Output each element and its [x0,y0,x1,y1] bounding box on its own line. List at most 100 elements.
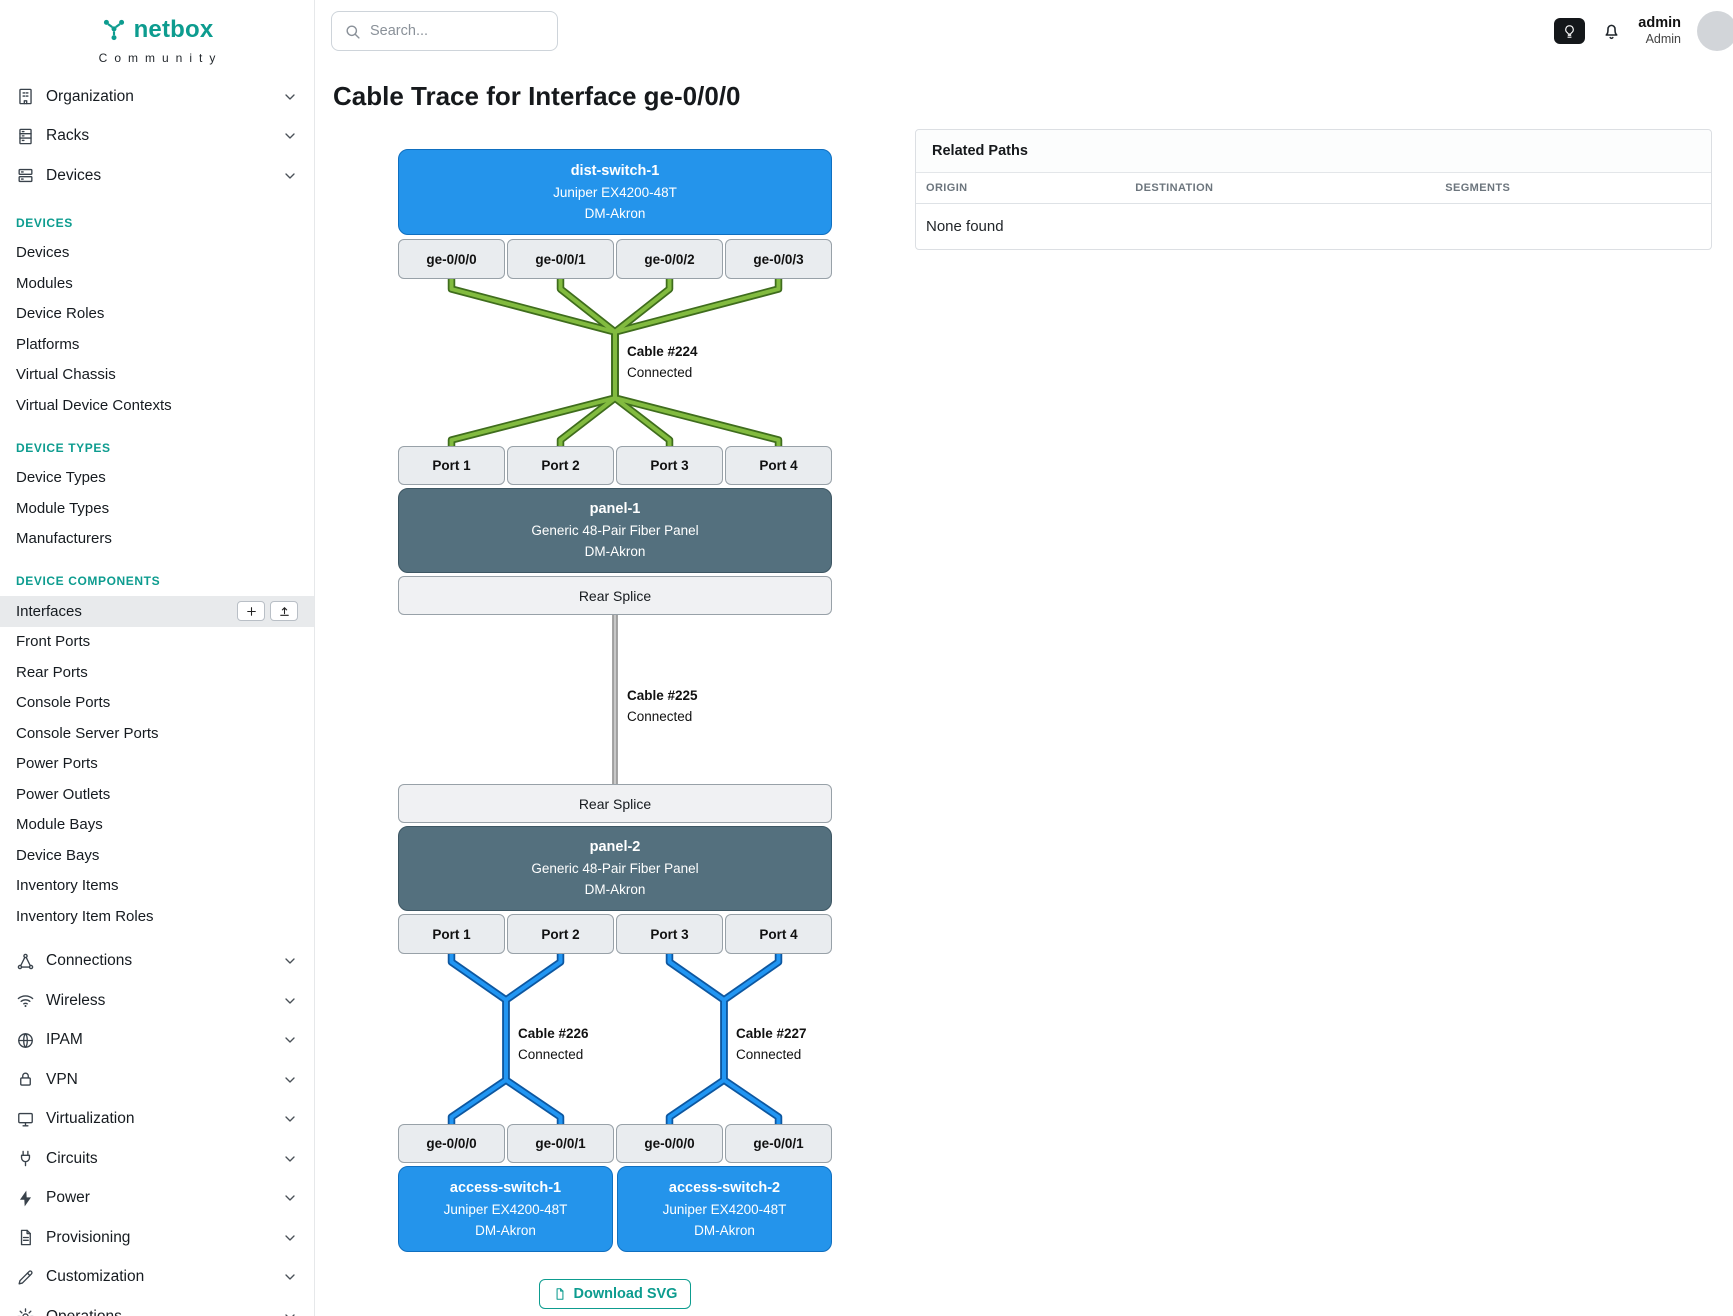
file-icon [556,1288,563,1300]
sidebar-item-module-types[interactable]: Module Types [0,493,314,524]
theme-toggle-button[interactable] [1554,18,1586,44]
avatar[interactable] [1697,11,1733,51]
user-name: admin [1638,15,1681,32]
sidebar-item-provisioning[interactable]: Provisioning [0,1218,314,1258]
sidebar-item-power-ports[interactable]: Power Ports [0,749,314,780]
chevron-down-icon [282,953,298,969]
sidebar-item-power[interactable]: Power [0,1179,314,1219]
download-svg-button[interactable]: Download SVG [538,1279,692,1309]
rear-splice-node[interactable]: Rear Splice [398,784,832,823]
sidebar-item-circuits[interactable]: Circuits [0,1139,314,1179]
netbox-logo: netbox [101,16,214,44]
sidebar-item-organization[interactable]: Organization [0,77,314,117]
sidebar-item-power-outlets[interactable]: Power Outlets [0,779,314,810]
cable-link[interactable]: Cable #225 [627,688,698,703]
sidebar-item-label: Console Ports [16,694,111,712]
device-name: panel-2 [589,839,641,855]
interface-node[interactable]: ge-0/0/2 [616,239,723,279]
device-node-panel-1[interactable]: panel-1 Generic 48-Pair Fiber Panel DM-A… [398,488,832,573]
interface-node[interactable]: ge-0/0/1 [507,1124,614,1163]
sidebar-item-devices-list[interactable]: Devices [0,238,314,269]
cable-link[interactable]: Cable #227 [736,1026,807,1041]
sidebar-item-inventory-items[interactable]: Inventory Items [0,871,314,902]
sidebar-item-virtual-device-contexts[interactable]: Virtual Device Contexts [0,390,314,421]
related-paths-panel: Related Paths ORIGIN DESTINATION SEGMENT… [915,129,1712,250]
sidebar: netbox Community Organization Racks Devi… [0,0,315,1316]
front-port-node[interactable]: Port 3 [616,914,723,954]
device-name: access-switch-2 [668,1179,781,1196]
sidebar-item-interfaces[interactable]: Interfaces [0,596,314,627]
sidebar-item-virtualization[interactable]: Virtualization [0,1100,314,1140]
wifi-icon [16,991,35,1010]
rear-splice-node[interactable]: Rear Splice [398,576,832,615]
sidebar-item-device-roles[interactable]: Device Roles [0,299,314,330]
device-node-dist-switch-1[interactable]: dist-switch-1 Juniper EX4200-48T DM-Akro… [398,149,832,235]
sidebar-item-label: Module Bays [16,816,103,834]
sidebar-item-platforms[interactable]: Platforms [0,329,314,360]
cable-link[interactable]: Cable #224 [627,344,698,359]
notifications-button[interactable] [1601,21,1622,42]
interface-node[interactable]: ge-0/0/0 [398,1124,505,1163]
front-port-node[interactable]: Port 4 [725,446,832,485]
pencil-icon [16,1268,35,1287]
sidebar-item-customization[interactable]: Customization [0,1258,314,1298]
front-port-node[interactable]: Port 2 [507,914,614,954]
device-node-access-switch-1[interactable]: access-switch-1 Juniper EX4200-48T DM-Ak… [398,1166,613,1252]
sidebar-item-device-types[interactable]: Device Types [0,463,314,494]
device-site: DM-Akron [584,205,646,221]
cable-label-225: Cable #225 Connected [627,685,698,727]
sidebar-item-modules[interactable]: Modules [0,268,314,299]
sidebar-item-console-server-ports[interactable]: Console Server Ports [0,718,314,749]
sidebar-item-label: Device Bays [16,846,100,864]
import-button[interactable] [270,601,298,622]
user-block: admin Admin [1638,14,1681,48]
device-node-access-switch-2[interactable]: access-switch-2 Juniper EX4200-48T DM-Ak… [617,1166,832,1252]
sidebar-item-manufacturers[interactable]: Manufacturers [0,524,314,555]
sidebar-item-label: Organization [46,87,134,105]
device-node-panel-2[interactable]: panel-2 Generic 48-Pair Fiber Panel DM-A… [398,826,832,911]
sidebar-item-console-ports[interactable]: Console Ports [0,688,314,719]
cable-link[interactable]: Cable #226 [518,1026,589,1041]
chevron-down-icon [282,1269,298,1285]
chevron-down-icon [282,128,298,144]
device-model: Juniper EX4200-48T [662,1201,787,1217]
interface-node[interactable]: ge-0/0/0 [616,1124,723,1163]
sidebar-item-connections[interactable]: Connections [0,942,314,982]
sidebar-item-label: Virtualization [46,1110,135,1128]
front-port-node[interactable]: Port 2 [507,446,614,485]
chevron-down-icon [282,1190,298,1206]
sidebar-item-wireless[interactable]: Wireless [0,981,314,1021]
interface-node[interactable]: ge-0/0/3 [725,239,832,279]
front-port-node[interactable]: Port 1 [398,446,505,485]
add-button[interactable] [237,601,265,622]
brand[interactable]: netbox Community [0,0,314,65]
section-title-devices: DEVICES [16,215,73,230]
sidebar-item-operations[interactable]: Operations [0,1297,314,1316]
interface-node[interactable]: ge-0/0/1 [507,239,614,279]
cable-status: Connected [627,365,693,380]
sidebar-item-racks[interactable]: Racks [0,117,314,157]
sidebar-item-devices[interactable]: Devices [0,156,314,196]
interface-node[interactable]: ge-0/0/0 [398,239,505,279]
sidebar-item-label: VPN [46,1070,78,1088]
sidebar-item-inventory-item-roles[interactable]: Inventory Item Roles [0,901,314,932]
front-port-node[interactable]: Port 1 [398,914,505,954]
sidebar-item-device-bays[interactable]: Device Bays [0,840,314,871]
sidebar-item-rear-ports[interactable]: Rear Ports [0,657,314,688]
download-svg-label: Download SVG [573,1286,678,1302]
sidebar-item-label: Device Roles [16,305,105,323]
search-input[interactable] [370,23,545,39]
front-port-node[interactable]: Port 4 [725,914,832,954]
sidebar-item-label: Connections [46,952,133,970]
brand-name: netbox [133,16,214,43]
sidebar-item-module-bays[interactable]: Module Bays [0,810,314,841]
chevron-down-icon [282,89,298,105]
sidebar-item-vpn[interactable]: VPN [0,1060,314,1100]
sidebar-item-virtual-chassis[interactable]: Virtual Chassis [0,360,314,391]
interface-node[interactable]: ge-0/0/1 [725,1124,832,1163]
sidebar-item-front-ports[interactable]: Front Ports [0,627,314,658]
sidebar-item-label: Module Types [16,499,110,517]
page-title: Cable Trace for Interface ge-0/0/0 [333,81,741,111]
front-port-node[interactable]: Port 3 [616,446,723,485]
sidebar-item-ipam[interactable]: IPAM [0,1021,314,1061]
